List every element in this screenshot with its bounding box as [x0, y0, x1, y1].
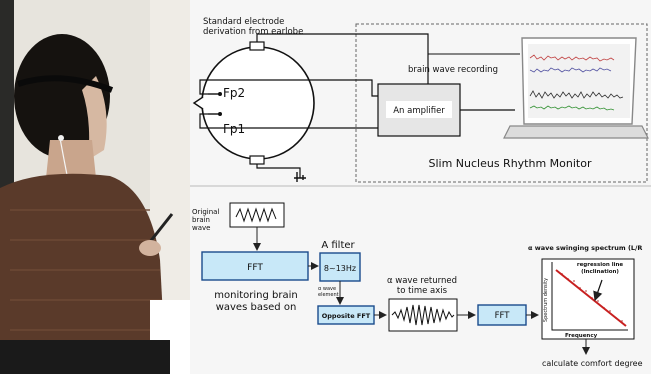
system-dashed-box [355, 23, 648, 183]
photo-person-with-headband [0, 0, 190, 374]
head-nose [192, 96, 204, 110]
alpha-wave-signal [391, 304, 455, 326]
spectrum-x-axis-label: Frequency [565, 333, 598, 339]
spectrum-title: α wave swinging spectrum (L/R [528, 244, 642, 252]
laptop-base [503, 125, 649, 139]
spectrum-axes [551, 262, 628, 331]
ear-clip-top [249, 41, 265, 51]
electrode-fp1-dot [218, 112, 222, 116]
filter-title: A filter [321, 240, 355, 251]
amplifier-label: An amplifier [393, 106, 445, 116]
photo-hand [139, 240, 161, 256]
regression-pointer [593, 279, 603, 302]
wire-fp2 [199, 79, 380, 97]
eeg-trace-2 [529, 67, 612, 73]
electrode-fp1-label: Fp1 [223, 122, 245, 136]
opposite-fft-label: Opposite FFT [322, 312, 371, 320]
electrode-fp2-label: Fp2 [223, 86, 245, 100]
wire-recording [427, 53, 520, 62]
filter-range: 8~13Hz [324, 264, 356, 273]
regression-label: regression line(Inclination) [577, 262, 624, 275]
amplifier-label-bg [386, 101, 452, 118]
spectrum-y-axis-label: Spectrum density [543, 278, 549, 322]
recording-label: brain wave recording [408, 65, 498, 75]
head-outline [201, 46, 315, 160]
monitor-caption: Slim Nucleus Rhythm Monitor [428, 157, 591, 170]
comfort-caption: calculate comfort degree [542, 359, 643, 368]
fft-label: FFT [247, 263, 263, 273]
photo-earclip [58, 135, 64, 141]
electrode-fp2-dot [218, 92, 222, 96]
regression-line [555, 269, 627, 327]
original-wave-box [229, 202, 285, 228]
wire-fp1 [199, 113, 380, 129]
photo-face [82, 76, 107, 160]
laptop-screen [528, 44, 630, 118]
photo-headband [17, 75, 114, 93]
photo-sweater-pattern [10, 209, 164, 331]
photo-sweater [0, 173, 166, 374]
alpha-wave-box [388, 298, 458, 332]
eeg-trace-1 [529, 54, 615, 62]
photo-neck [46, 140, 96, 178]
filter-box[interactable] [319, 252, 361, 282]
fft2-label: FFT [495, 311, 511, 321]
eeg-trace-3 [529, 90, 624, 99]
eeg-trace-4 [529, 105, 615, 111]
ear-clip-bottom [249, 155, 265, 165]
photo-chair [0, 340, 170, 374]
photo-hair [14, 34, 110, 158]
original-wave-signal [235, 207, 277, 223]
ground-symbol [294, 172, 306, 182]
wire-ear-bottom [256, 164, 301, 178]
